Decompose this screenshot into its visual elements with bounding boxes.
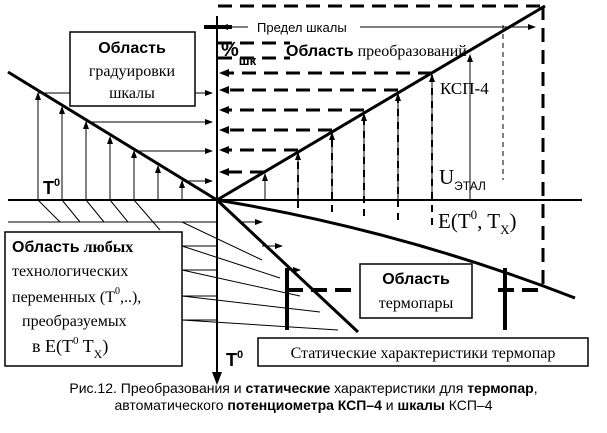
- any-box-line4: преобразуемых: [22, 313, 127, 330]
- mapping-diagonals: [37, 199, 339, 331]
- steep-line-steps: [240, 219, 301, 273]
- graduation-box-line2: градуировки: [89, 63, 176, 80]
- percent-axis-label: %шк: [221, 39, 257, 68]
- thermocouple-bracket: [285, 268, 543, 330]
- graduation-box-line3: шкалы: [109, 85, 155, 102]
- transform-horizontal-arrows: [222, 71, 432, 174]
- thermo-box-line2: термопары: [379, 295, 454, 312]
- thermocouple-region-box: Область термопары: [359, 263, 473, 319]
- t0-bottom-label: T0: [226, 349, 243, 370]
- ksp4-characteristic-line: [216, 4, 546, 202]
- thermo-box-title: Область: [382, 271, 450, 288]
- any-variables-box: Область любых технологических переменных…: [4, 231, 183, 367]
- ksp4-label: КСП-4: [440, 79, 489, 98]
- figure-caption: Рис.12. Преобразования и статические хар…: [0, 380, 607, 414]
- scale-limit-arrow: [220, 24, 536, 30]
- transform-arrowheads: [219, 69, 229, 176]
- scale-limit-label: Предел шкалы: [257, 20, 347, 35]
- thermocouple-curve: [216, 198, 576, 300]
- left-region-lines: [8, 221, 217, 321]
- graduation-region-box: Область градуировки шкалы: [69, 31, 196, 107]
- caption-line2: автоматического потенциометра КСП–4 и шк…: [114, 397, 493, 413]
- caption-line1: Рис.12. Преобразования и статические хар…: [69, 380, 538, 396]
- static-characteristics-box: Статические характеристики термопар: [257, 337, 589, 367]
- graduation-thin-arrows: [35, 92, 185, 200]
- any-box-line3: переменных (T0,..),: [12, 286, 141, 306]
- any-box-line1: Область любых: [12, 239, 133, 256]
- any-box-line5: в E(T0 TX): [32, 335, 108, 361]
- transform-region-label: Область преобразований: [286, 43, 467, 60]
- y-axis-arrow: [212, 372, 222, 385]
- graduation-box-title: Область: [98, 40, 166, 57]
- static-box-label: Статические характеристики термопар: [291, 345, 556, 362]
- any-box-line2: технологических: [12, 263, 128, 280]
- e-function-label: E(T0, TX): [438, 207, 517, 237]
- axes: [8, 16, 582, 385]
- ksp-thin-arrows: [262, 54, 473, 200]
- upper-dashed-horizontals: [218, 41, 290, 60]
- transform-vertical-dashes: [297, 73, 433, 225]
- t0-left-label: T0: [43, 177, 60, 198]
- u-etal-label: UЭТАЛ: [439, 165, 486, 193]
